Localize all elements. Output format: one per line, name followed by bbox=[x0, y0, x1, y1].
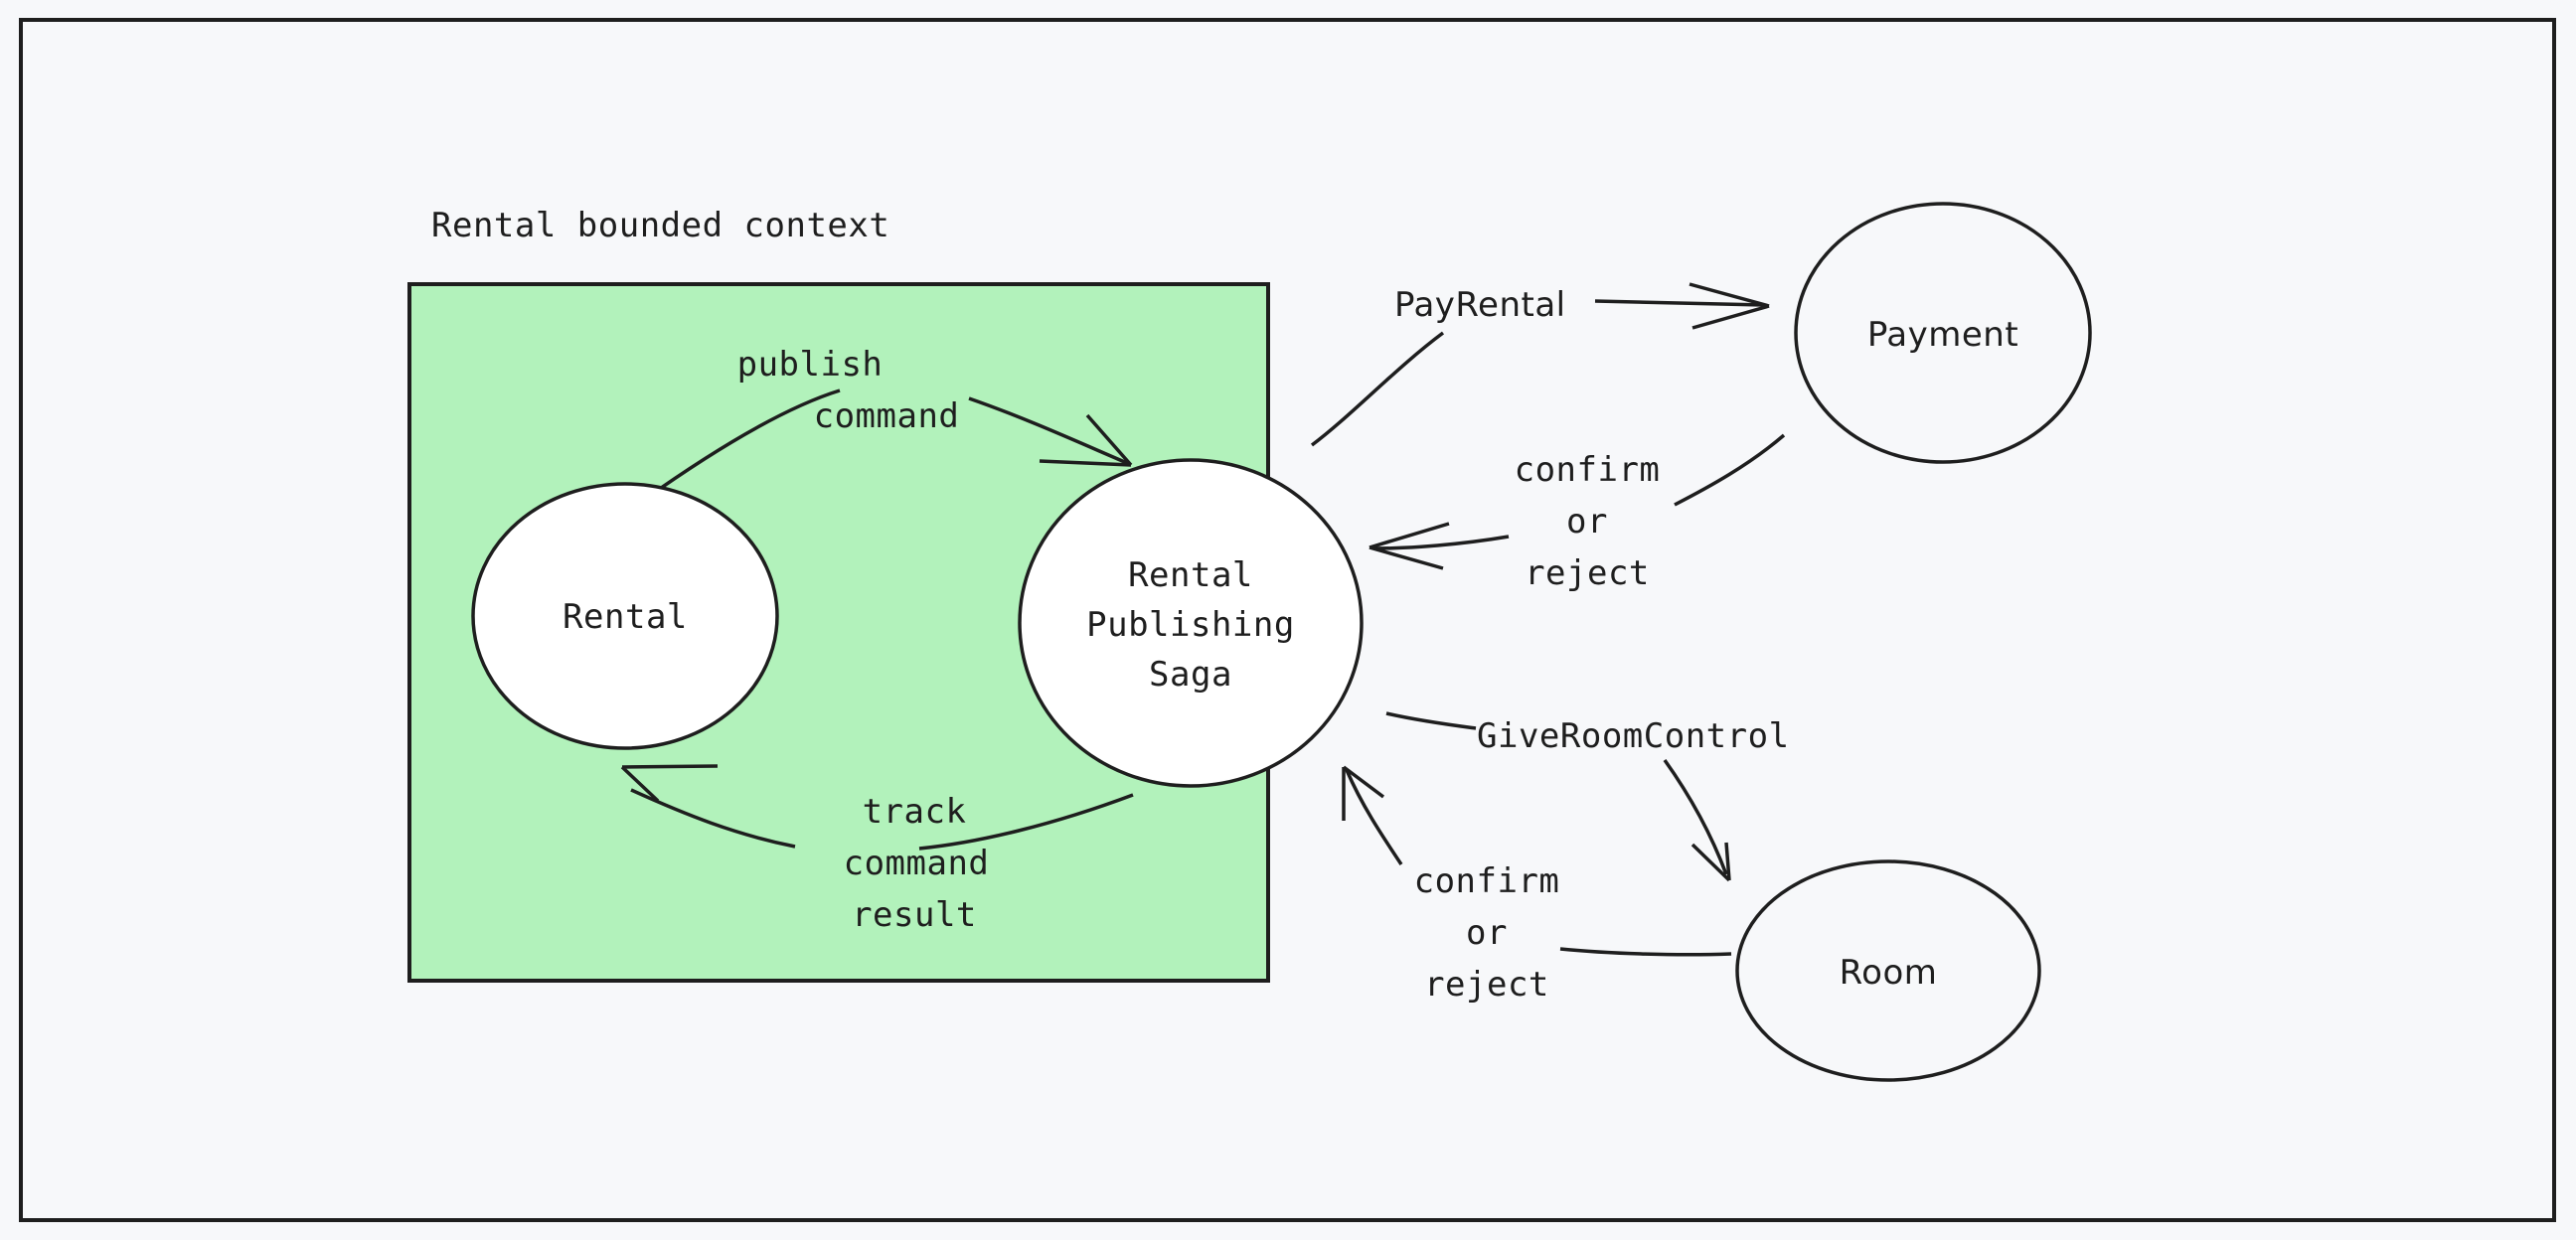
pay-rental-arrowhead bbox=[1689, 282, 1770, 330]
give-room-control-arrow-line bbox=[1385, 711, 1477, 730]
pay-rental-arrow-line bbox=[1310, 331, 1445, 447]
payment-confirm-reject-arrow-line bbox=[1674, 433, 1786, 507]
room-confirm-reject-arrow-line bbox=[1559, 947, 1732, 957]
publish-command-label-line1: publish bbox=[737, 345, 884, 385]
rental-bounded-context-title: Rental bounded context bbox=[431, 206, 889, 245]
give-room-control-arrowhead bbox=[1690, 842, 1731, 882]
room-confirm-reject-label-line2: or bbox=[1466, 913, 1508, 953]
track-command-result-arrowhead bbox=[620, 764, 719, 803]
publish-command-arrow-line bbox=[642, 388, 841, 502]
payment-confirm-reject-arrow-line2 bbox=[1372, 535, 1510, 550]
pay-rental-arrow-line2 bbox=[1594, 299, 1765, 307]
node-room-label: Room bbox=[1840, 953, 1938, 993]
give-room-control-arrow-line2 bbox=[1663, 758, 1728, 875]
node-rental[interactable] bbox=[471, 482, 779, 750]
track-command-result-label-line1: track bbox=[863, 792, 967, 832]
node-payment-label: Payment bbox=[1867, 315, 2018, 355]
room-confirm-reject-arrowhead bbox=[1342, 765, 1385, 821]
track-command-result-arrow-line bbox=[918, 793, 1134, 851]
payment-confirm-reject-label-line1: confirm bbox=[1515, 450, 1661, 490]
payment-confirm-reject-label-line2: or bbox=[1566, 502, 1608, 542]
node-rental-label: Rental bbox=[563, 597, 688, 637]
node-room[interactable] bbox=[1735, 859, 2041, 1082]
track-command-result-arrow-line2 bbox=[630, 788, 796, 849]
room-confirm-reject-label-line3: reject bbox=[1424, 965, 1549, 1005]
payment-confirm-reject-arrowhead bbox=[1368, 522, 1450, 570]
publish-command-label-line2: command bbox=[814, 396, 960, 436]
node-saga-label-line2: Publishing bbox=[1086, 605, 1295, 645]
room-confirm-reject-label-line1: confirm bbox=[1414, 861, 1560, 901]
node-rental-publishing-saga[interactable] bbox=[1018, 458, 1364, 788]
publish-command-arrowhead bbox=[1039, 413, 1133, 467]
give-room-control-label: GiveRoomControl bbox=[1477, 716, 1790, 756]
node-saga-label-line3: Saga bbox=[1149, 655, 1232, 695]
track-command-result-label-line3: result bbox=[852, 895, 977, 935]
track-command-result-label-line2: command bbox=[844, 844, 990, 883]
room-confirm-reject-arrow-line2 bbox=[1345, 769, 1403, 865]
node-payment[interactable] bbox=[1794, 202, 2092, 464]
payment-confirm-reject-label-line3: reject bbox=[1525, 553, 1650, 593]
node-saga-label-line1: Rental bbox=[1128, 555, 1253, 595]
publish-command-arrow-line2 bbox=[968, 396, 1128, 465]
pay-rental-label: PayRental bbox=[1394, 285, 1566, 325]
